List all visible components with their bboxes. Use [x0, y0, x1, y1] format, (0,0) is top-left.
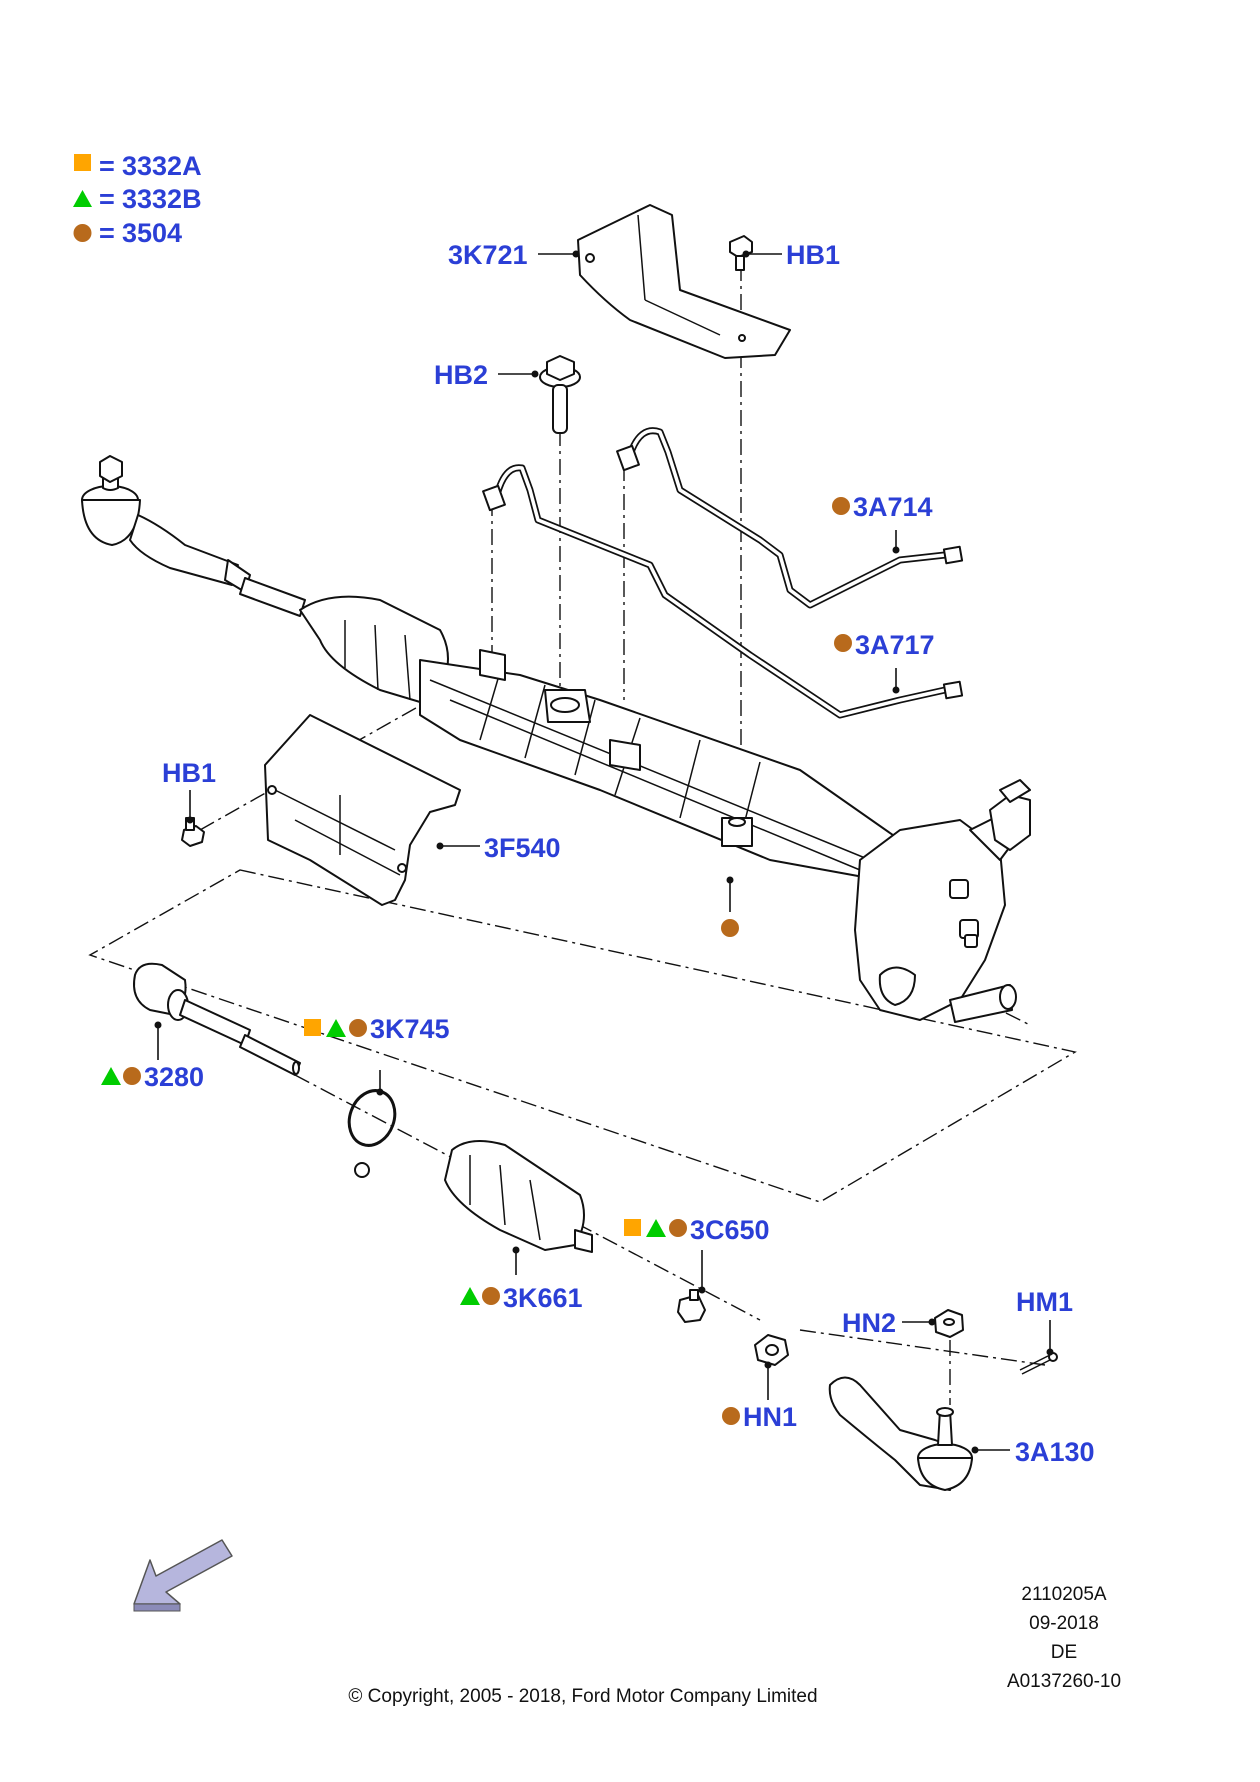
label-3a717-circle-icon: [834, 634, 852, 652]
part-3280-inner-tie-rod: [133, 962, 301, 1076]
label-3k745-triangle-icon: [326, 1019, 346, 1037]
part-hn1-nut: [754, 1334, 789, 1366]
part-steering-rack: [81, 455, 1031, 1023]
part-3k745-clamp: [347, 1089, 397, 1178]
label-hb1-top: HB1: [786, 240, 840, 270]
part-3f540-heat-shield: [264, 714, 461, 906]
info-block: 2110205A 09-2018 DE A0137260-10 © Copyri…: [348, 1584, 1121, 1707]
info-date: 09-2018: [1029, 1613, 1099, 1634]
label-3c650-circle-icon: [669, 1219, 687, 1237]
label-3c650: 3C650: [690, 1215, 770, 1245]
part-hn2-nut: [934, 1309, 964, 1338]
legend-circle-icon: [73, 224, 92, 242]
label-3f540: 3F540: [484, 833, 561, 863]
label-3c650-square-icon: [624, 1219, 641, 1236]
part-hb1-bolt-left: [181, 817, 205, 847]
label-3a714-circle-icon: [832, 497, 850, 515]
legend: = 3332A = 3332B = 3504: [73, 151, 202, 248]
label-3a717: 3A717: [855, 630, 935, 660]
label-hb1-left: HB1: [162, 758, 216, 788]
label-3k661: 3K661: [503, 1283, 583, 1313]
part-3k721-heat-shield: [577, 204, 791, 359]
label-3a714: 3A714: [853, 492, 933, 522]
label-hn1: HN1: [743, 1402, 797, 1432]
legend-eq-3: =: [99, 218, 115, 248]
label-3k745: 3K745: [370, 1014, 450, 1044]
info-ref: 2110205A: [1021, 1584, 1107, 1605]
callouts: 3K721 HB1 HB2 3A714 3A717 HB1 3F540 3K74…: [101, 240, 1095, 1467]
direction-arrow-icon: [133, 1539, 233, 1612]
info-id: A0137260-10: [1007, 1671, 1121, 1692]
rack-circle-marker-icon: [721, 919, 739, 937]
label-3a130: 3A130: [1015, 1437, 1095, 1467]
part-3a714-line: [616, 427, 964, 609]
part-3a130-tie-rod-end: [828, 1376, 973, 1491]
label-3280-circle-icon: [123, 1067, 141, 1085]
legend-code-3332b: 3332B: [122, 184, 202, 214]
part-3k661-bellow: [444, 1140, 593, 1253]
part-hb2-bolt: [539, 355, 581, 434]
label-3280: 3280: [144, 1062, 204, 1092]
label-3k661-circle-icon: [482, 1287, 500, 1305]
label-3k745-square-icon: [304, 1019, 321, 1036]
assembly-frame: [88, 869, 1077, 1203]
part-3c650-clamp: [677, 1289, 706, 1323]
label-hm1: HM1: [1016, 1287, 1073, 1317]
label-3280-triangle-icon: [101, 1067, 121, 1085]
label-3k721: 3K721: [448, 240, 528, 270]
label-3k661-triangle-icon: [460, 1287, 480, 1305]
info-lang: DE: [1051, 1642, 1077, 1663]
label-hb2: HB2: [434, 360, 488, 390]
copyright: © Copyright, 2005 - 2018, Ford Motor Com…: [348, 1686, 817, 1707]
label-3c650-triangle-icon: [646, 1219, 666, 1237]
legend-code-3504: 3504: [122, 218, 182, 248]
legend-square-icon: [74, 154, 91, 171]
legend-eq-2: =: [99, 184, 115, 214]
label-hn1-circle-icon: [722, 1407, 740, 1425]
label-hn2: HN2: [842, 1308, 896, 1338]
part-3a717-line: [482, 464, 964, 719]
legend-triangle-icon: [73, 190, 92, 207]
leaders: [154, 250, 1054, 1454]
legend-eq-1: =: [99, 151, 115, 181]
legend-code-3332a: 3332A: [122, 151, 202, 181]
label-3k745-circle-icon: [349, 1019, 367, 1037]
